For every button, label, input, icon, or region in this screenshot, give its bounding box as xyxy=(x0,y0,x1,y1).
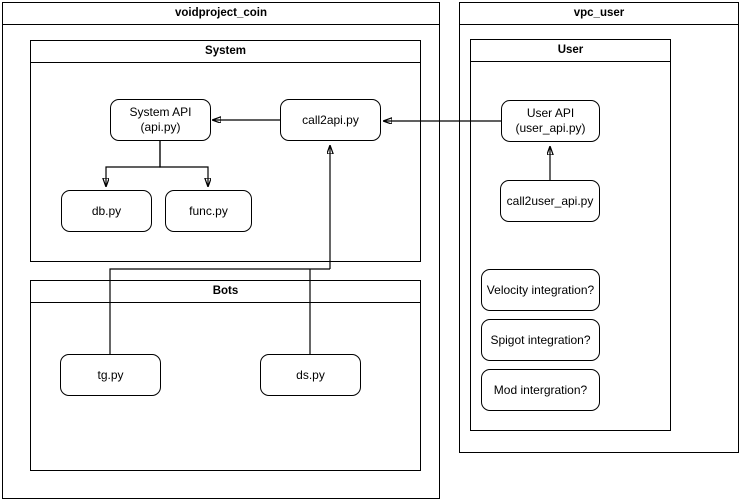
container-system-title: System xyxy=(31,41,420,63)
node-tg[interactable]: tg.py xyxy=(60,354,161,396)
container-bots-title: Bots xyxy=(31,281,420,303)
container-vpc-user-title: vpc_user xyxy=(460,3,738,25)
container-user[interactable]: User xyxy=(470,39,671,431)
container-voidproject-coin[interactable]: voidproject_coin xyxy=(2,2,440,499)
node-ds[interactable]: ds.py xyxy=(260,354,361,396)
node-mod-integration[interactable]: Mod intergration? xyxy=(481,369,600,411)
container-voidproject-coin-title: voidproject_coin xyxy=(3,3,439,25)
node-func[interactable]: func.py xyxy=(165,190,252,232)
container-user-title: User xyxy=(471,40,670,62)
container-vpc-user[interactable]: vpc_user xyxy=(459,2,739,453)
node-system-api[interactable]: System API (api.py) xyxy=(110,99,211,141)
node-velocity-integration[interactable]: Velocity integration? xyxy=(481,269,600,311)
node-call2user-api[interactable]: call2user_api.py xyxy=(500,180,600,222)
node-db[interactable]: db.py xyxy=(61,190,152,232)
node-call2api[interactable]: call2api.py xyxy=(280,99,381,141)
node-spigot-integration[interactable]: Spigot integration? xyxy=(481,319,600,361)
container-system[interactable]: System xyxy=(30,40,421,262)
node-user-api[interactable]: User API (user_api.py) xyxy=(501,100,600,142)
